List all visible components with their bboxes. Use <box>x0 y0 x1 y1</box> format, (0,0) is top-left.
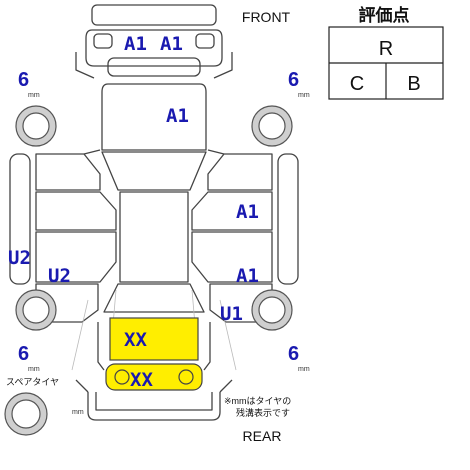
mark-left-rear-door: U2 <box>48 265 71 287</box>
mark-right-front-door: A1 <box>236 201 259 223</box>
grade-interior: C <box>350 73 364 95</box>
grille-right <box>195 33 215 49</box>
trunk-highlight <box>109 317 199 361</box>
tire-front-right-unit: mm <box>298 92 310 99</box>
tire-front-left-unit: mm <box>28 92 40 99</box>
spare-tire-label: スペアタイヤ <box>6 377 59 387</box>
rear-bumper <box>87 392 221 421</box>
right-front-door <box>191 191 273 231</box>
mark-front-bumper-right: A1 <box>160 33 183 55</box>
mark-left-side-sill: U2 <box>8 247 31 269</box>
tire-front-left <box>15 105 57 147</box>
front-plate <box>107 57 201 77</box>
note-line-1: ※mmはタイヤの <box>224 396 291 406</box>
mark-rear-bumper: XX <box>130 369 153 391</box>
grade-table <box>328 26 444 100</box>
grade-overall: R <box>379 38 393 60</box>
mark-right-rear-door: A1 <box>236 265 259 287</box>
front-bumper-top <box>91 4 217 26</box>
tire-rear-left-unit: mm <box>28 366 40 373</box>
rear-bumper-highlight <box>105 363 203 391</box>
tire-front-right <box>251 105 293 147</box>
grade-title: 評価点 <box>359 5 410 25</box>
right-sill <box>277 153 299 285</box>
tire-rear-right <box>251 289 293 331</box>
mark-right-rear-fender: U1 <box>220 303 243 325</box>
tire-rear-left-value: 6 <box>18 343 29 365</box>
front-bumper <box>85 29 223 67</box>
front-label: FRONT <box>242 9 291 25</box>
tire-rear-right-value: 6 <box>288 343 299 365</box>
left-front-fender <box>35 153 101 191</box>
right-front-fender <box>207 153 273 191</box>
note-line-2: 残溝表示です <box>236 407 290 418</box>
grade-exterior: B <box>407 73 420 95</box>
tire-spare <box>4 392 48 436</box>
mark-hood: A1 <box>166 105 189 127</box>
windshield <box>101 151 207 191</box>
tire-rear-right-unit: mm <box>298 366 310 373</box>
mark-front-bumper-left: A1 <box>124 33 147 55</box>
spare-tire-unit: mm <box>72 409 84 416</box>
left-front-door <box>35 191 117 231</box>
rear-window <box>103 283 205 313</box>
mark-trunk: XX <box>124 329 147 351</box>
tire-front-left-value: 6 <box>18 69 29 91</box>
tire-front-right-value: 6 <box>288 69 299 91</box>
left-rear-door <box>35 231 117 283</box>
tire-rear-left <box>15 289 57 331</box>
right-rear-door <box>191 231 273 283</box>
grille-left <box>93 33 113 49</box>
left-sill <box>9 153 31 285</box>
roof <box>119 191 189 283</box>
rear-label: REAR <box>243 428 282 444</box>
hood <box>101 83 207 151</box>
